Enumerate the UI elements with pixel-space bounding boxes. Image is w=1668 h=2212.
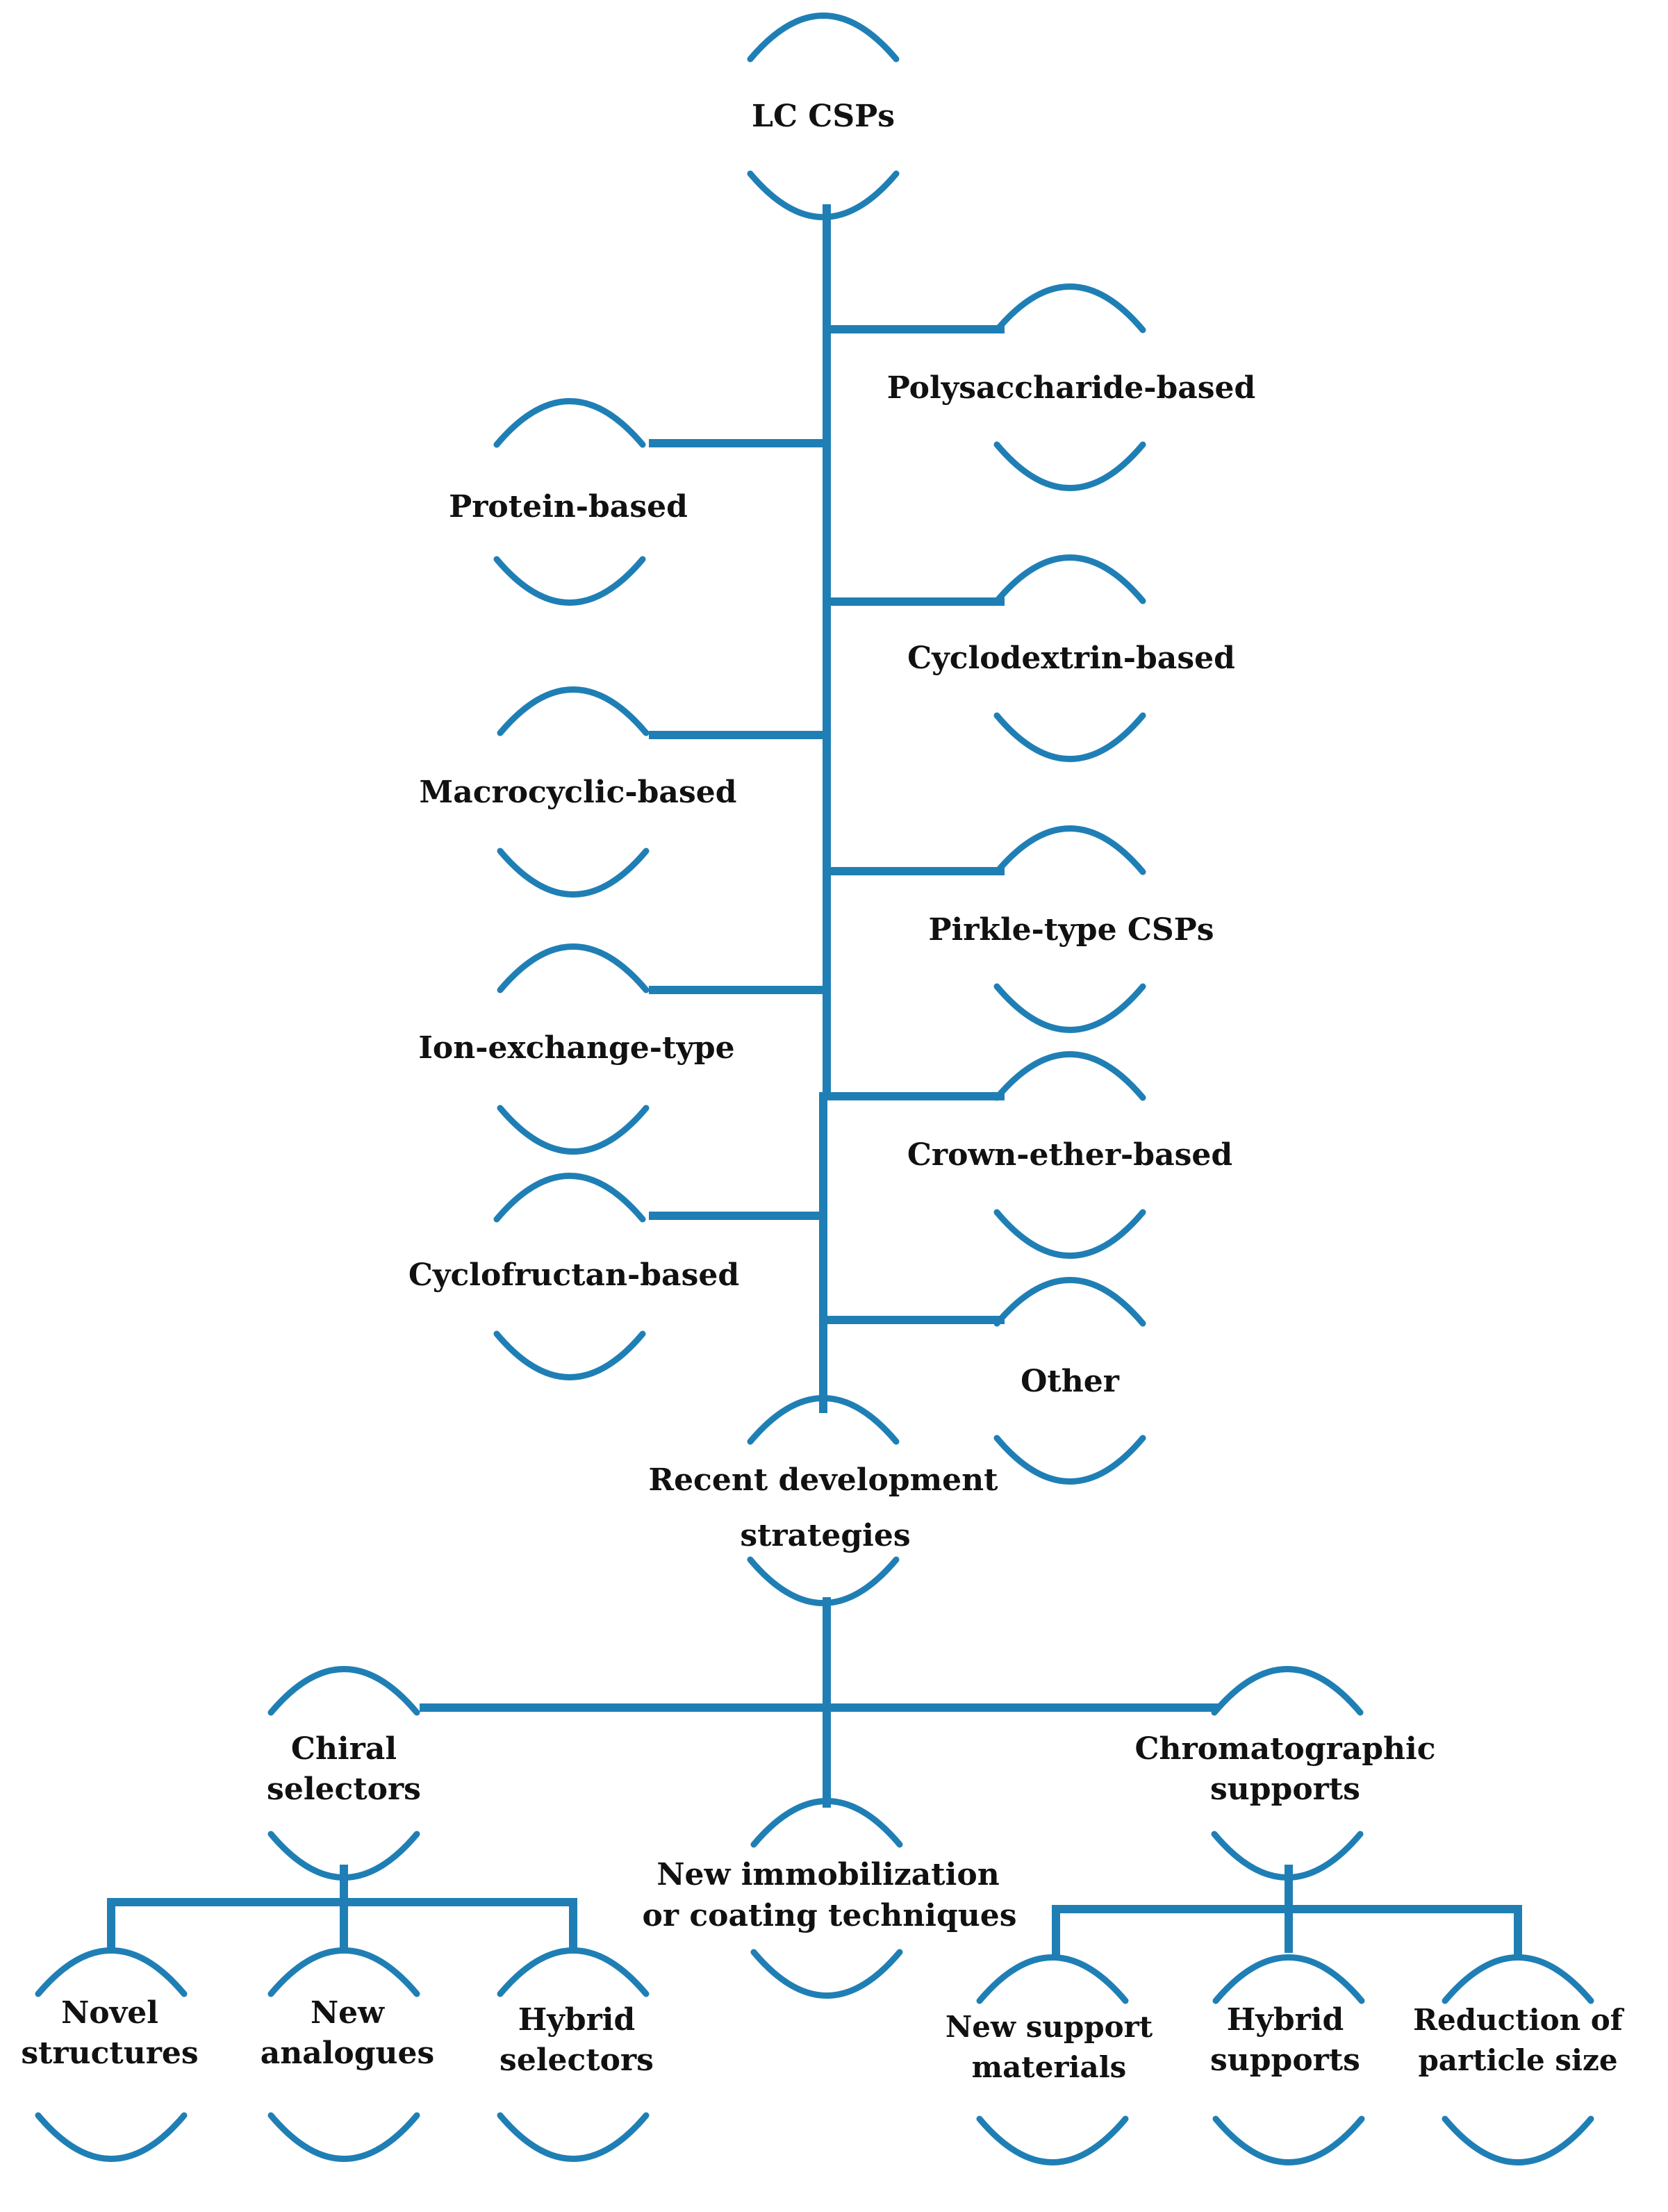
arc-top: [497, 943, 650, 993]
immobilization-label-line1: New immobilization: [657, 1857, 999, 1892]
arc-bottom: [750, 1949, 903, 1999]
cyclodextrin-label: Cyclodextrin-based: [907, 641, 1235, 676]
node-ion-exchange: Ion-exchange-type: [418, 943, 735, 1155]
support-materials-label-line1: New support: [946, 2010, 1153, 2044]
protein-label: Protein-based: [449, 489, 688, 525]
node-hybrid-supports: Hybrid supports: [1210, 1954, 1365, 2165]
macrocyclic-label: Macrocyclic-based: [420, 775, 737, 810]
node-crown-ether: Crown-ether-based: [907, 1051, 1232, 1259]
root-label: LC CSPs: [752, 99, 895, 134]
node-immobilization: New immobilization or coating techniques: [643, 1798, 1017, 1999]
arc-bottom: [493, 1330, 646, 1380]
arc-top: [993, 554, 1146, 604]
chiral-label-line1: Chiral: [291, 1731, 397, 1767]
cyclofructan-label: Cyclofructan-based: [408, 1257, 739, 1293]
node-novel-structures: Novel structures: [21, 1947, 199, 2162]
node-polysaccharide: Polysaccharide-based: [887, 283, 1256, 491]
other-label: Other: [1021, 1364, 1120, 1399]
arc-bottom: [993, 983, 1146, 1033]
strategies-label-line1: Recent development: [649, 1462, 999, 1498]
arc-top: [497, 686, 650, 736]
arc-top: [1211, 1666, 1364, 1716]
novel-label-line2: structures: [21, 2036, 198, 2071]
arc-top: [993, 283, 1146, 333]
hybrid-selectors-label-line2: selectors: [499, 2042, 654, 2078]
arc-top: [993, 1277, 1146, 1327]
arc-bottom: [1211, 1831, 1364, 1881]
particle-size-label-line2: particle size: [1418, 2043, 1617, 2077]
arc-bottom: [976, 2115, 1129, 2165]
arc-bottom: [993, 1435, 1146, 1485]
supports-label-line2: supports: [1210, 1772, 1360, 1807]
node-chromatographic-supports: Chromatographic supports: [1135, 1666, 1436, 1881]
arc-top: [747, 1395, 900, 1445]
particle-size-label-line1: Reduction of: [1413, 2003, 1625, 2037]
strategies-label-line2: strategies: [740, 1518, 910, 1553]
arc-top: [497, 1947, 650, 1997]
pirkle-label: Pirkle-type CSPs: [928, 912, 1214, 948]
arc-top: [267, 1947, 420, 1997]
arc-top: [993, 825, 1146, 875]
arc-bottom: [993, 441, 1146, 491]
arc-bottom: [993, 1209, 1146, 1259]
node-cyclofructan: Cyclofructan-based: [408, 1173, 739, 1380]
arc-bottom: [267, 2112, 420, 2162]
hybrid-supports-label-line2: supports: [1210, 2042, 1360, 2078]
crown-ether-label: Crown-ether-based: [907, 1137, 1232, 1173]
node-chiral-selectors: Chiral selectors: [267, 1666, 421, 1881]
supports-label-line1: Chromatographic: [1135, 1731, 1436, 1767]
arc-bottom: [1442, 2115, 1594, 2165]
analogues-label-line2: analogues: [261, 2036, 435, 2071]
arc-top: [747, 13, 900, 63]
arc-top: [976, 1954, 1129, 2004]
node-protein: Protein-based: [449, 398, 688, 606]
arc-bottom: [497, 2112, 650, 2162]
arc-bottom: [747, 1556, 900, 1606]
arc-bottom: [747, 170, 900, 220]
arc-top: [993, 1051, 1146, 1101]
node-macrocyclic: Macrocyclic-based: [420, 686, 737, 898]
arc-bottom: [493, 556, 646, 606]
arc-top: [1212, 1954, 1365, 2004]
arc-top: [493, 398, 646, 448]
polysaccharide-label: Polysaccharide-based: [887, 370, 1256, 406]
node-reduction-of-particle-size: Reduction of particle size: [1413, 1954, 1625, 2165]
node-lc-csps: LC CSPs: [747, 13, 900, 220]
arc-top: [1442, 1954, 1594, 2004]
node-new-analogues: New analogues: [261, 1947, 435, 2162]
chiral-label-line2: selectors: [267, 1772, 421, 1807]
immobilization-label-line2: or coating techniques: [643, 1898, 1017, 1933]
analogues-label-line1: New: [311, 1995, 385, 2031]
node-pirkle: Pirkle-type CSPs: [928, 825, 1214, 1033]
support-materials-label-line2: materials: [972, 2050, 1127, 2084]
hybrid-supports-label-line1: Hybrid: [1227, 2002, 1344, 2038]
arc-top: [750, 1798, 903, 1848]
arc-top: [267, 1666, 420, 1716]
novel-label-line1: Novel: [61, 1995, 158, 2031]
arc-bottom: [993, 712, 1146, 762]
arc-bottom: [35, 2112, 188, 2162]
node-recent-development-strategies: Recent development strategies: [649, 1395, 999, 1606]
node-other: Other: [993, 1277, 1146, 1485]
node-hybrid-selectors: Hybrid selectors: [497, 1947, 654, 2162]
ion-exchange-label: Ion-exchange-type: [418, 1030, 734, 1066]
arc-bottom: [267, 1831, 420, 1881]
arc-top: [35, 1947, 188, 1997]
arc-bottom: [497, 848, 650, 898]
connectors: [107, 204, 1522, 1956]
hybrid-selectors-label-line1: Hybrid: [518, 2002, 636, 2038]
node-cyclodextrin: Cyclodextrin-based: [907, 554, 1235, 762]
arc-bottom: [497, 1105, 650, 1155]
node-new-support-materials: New support materials: [946, 1954, 1153, 2165]
arc-top: [493, 1173, 646, 1223]
arc-bottom: [1212, 2115, 1365, 2165]
